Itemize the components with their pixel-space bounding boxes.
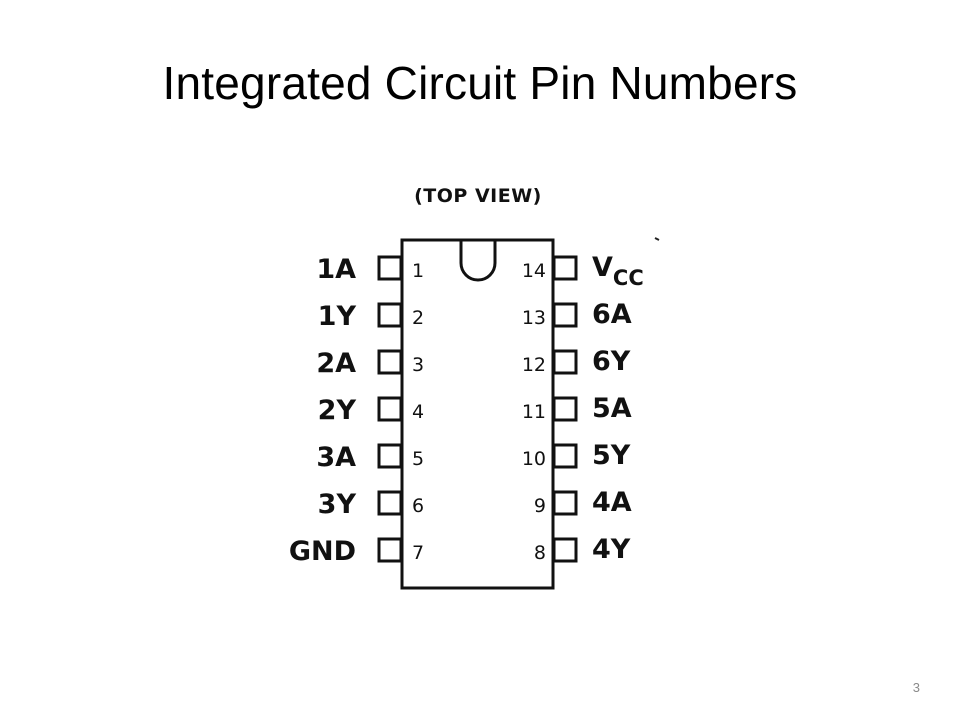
pin-number: 8: [534, 542, 546, 564]
pin-group: 1 1A 2 1Y 3 2A 4 2Y 5 3A 6 3Y 7 GND 14 VCC 13 6A 12 6Y 11 5A 1…: [289, 252, 644, 567]
pin-signal-label: 3Y: [318, 489, 357, 520]
pin-signal-label: 5Y: [592, 440, 631, 471]
pin-number: 12: [522, 354, 546, 376]
pin-signal-label: 3A: [316, 442, 356, 473]
pin-number: 9: [534, 495, 546, 517]
pin-number: 4: [412, 401, 424, 423]
pin-stub: [552, 396, 578, 422]
pin-number: 10: [522, 448, 546, 470]
scan-mark: [654, 237, 660, 241]
pin-signal-label: 1A: [316, 254, 356, 285]
pin-number: 1: [412, 260, 424, 282]
pin-stub: [552, 302, 578, 328]
pin-number: 2: [412, 307, 424, 329]
pin-stub: [377, 396, 403, 422]
pin-signal-label: 5A: [592, 393, 632, 424]
pin-stub: [377, 255, 403, 281]
pin-stub: [377, 537, 403, 563]
pin-signal-label: 4Y: [592, 534, 631, 565]
pin-number: 13: [522, 307, 546, 329]
slide-title: Integrated Circuit Pin Numbers: [162, 57, 798, 109]
pin-signal-label: 2A: [316, 348, 356, 379]
slide-number: 3: [912, 680, 920, 695]
pin-signal-label: 6A: [592, 299, 632, 330]
pin-signal-subscript: CC: [613, 266, 644, 290]
pin-signal-label: VCC: [592, 252, 644, 290]
pin-number: 5: [412, 448, 424, 470]
pin-stub: [552, 349, 578, 375]
pin-stub: [377, 349, 403, 375]
pin-stub: [377, 490, 403, 516]
pin-signal-label: 2Y: [318, 395, 357, 426]
pin-stub: [552, 255, 578, 281]
pin-signal-label: 6Y: [592, 346, 631, 377]
pin-stub: [552, 537, 578, 563]
pin-number: 7: [412, 542, 424, 564]
pin-signal-label: 4A: [592, 487, 632, 518]
orientation-notch: [459, 241, 497, 282]
pin-stub: [377, 302, 403, 328]
pin-signal-label: 1Y: [318, 301, 357, 332]
pin-stub: [552, 490, 578, 516]
pin-number: 14: [522, 260, 546, 282]
pin-number: 6: [412, 495, 424, 517]
pin-signal-label: GND: [289, 536, 356, 567]
pin-stub: [552, 443, 578, 469]
pin-number: 11: [522, 401, 546, 423]
pin-stub: [377, 443, 403, 469]
chip-body: [400, 238, 555, 590]
pin-number: 3: [412, 354, 424, 376]
view-label: (TOP VIEW): [414, 185, 542, 207]
